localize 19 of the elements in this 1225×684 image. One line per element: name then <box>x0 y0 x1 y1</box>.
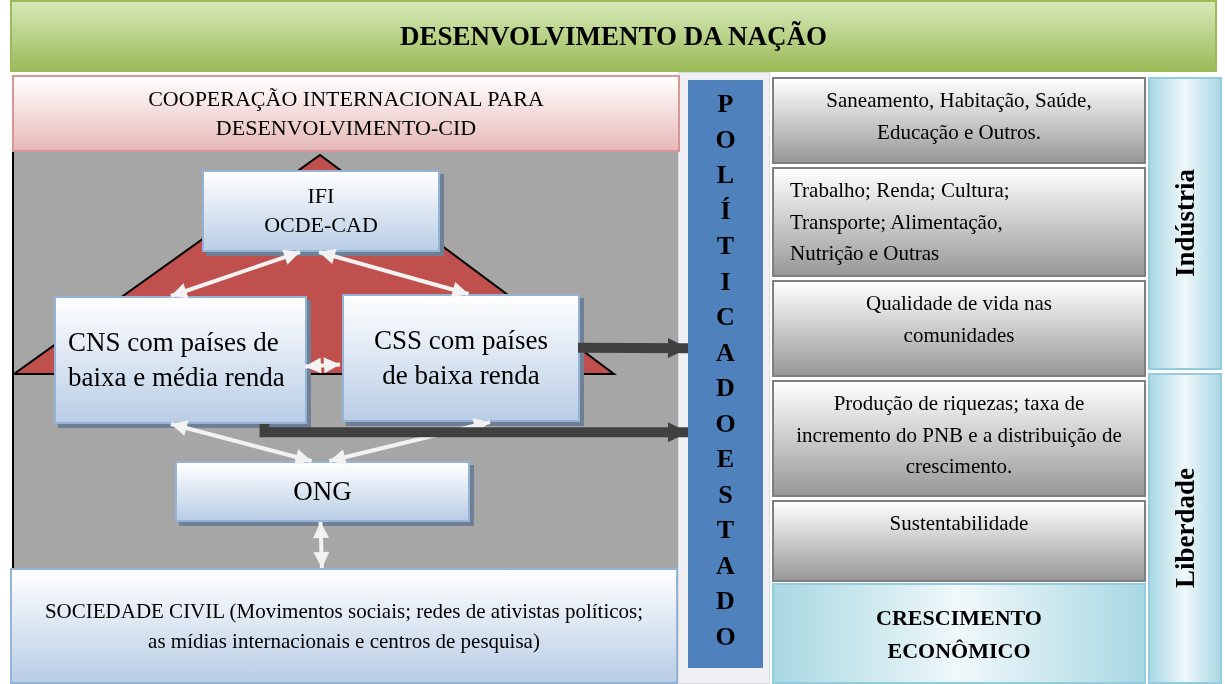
arrow <box>313 521 330 569</box>
economic-growth-box: CRESCIMENTO ECONÔMICO <box>772 583 1146 684</box>
title-banner: DESENVOLVIMENTO DA NAÇÃO <box>10 0 1217 72</box>
panel-heading: COOPERAÇÃO INTERNACIONAL PARA DESENVOLVIMENTO-CID <box>12 75 680 152</box>
arrow <box>259 422 688 443</box>
outcome-box: Qualidade de vida nas comunidades <box>772 280 1146 377</box>
arrow <box>304 357 341 374</box>
outcome-box: Produção de riquezas; taxa de incremento do PNB e a distribuição de crescimento. <box>772 380 1146 497</box>
arrow <box>318 248 470 298</box>
civil-society-box: SOCIEDADE CIVIL (Movimentos sociais; redes de ativistas políticos; as mídias internacionais e centros de pesquisa) <box>10 568 678 684</box>
side-band: Indústria <box>1148 77 1222 370</box>
state-policy-column: POLÍTICA DO ESTADO <box>688 80 763 668</box>
outcome-box: Sustentabilidade <box>772 500 1146 582</box>
outcome-box: Trabalho; Renda; Cultura; Transporte; Alimentação, Nutrição e Outras <box>772 167 1146 277</box>
side-band: Liberdade <box>1148 373 1222 684</box>
arrow <box>578 338 688 359</box>
arrow <box>170 420 313 465</box>
arrow <box>170 249 301 299</box>
outcome-box: Saneamento, Habitação, Saúde, Educação e Outros. <box>772 77 1146 164</box>
